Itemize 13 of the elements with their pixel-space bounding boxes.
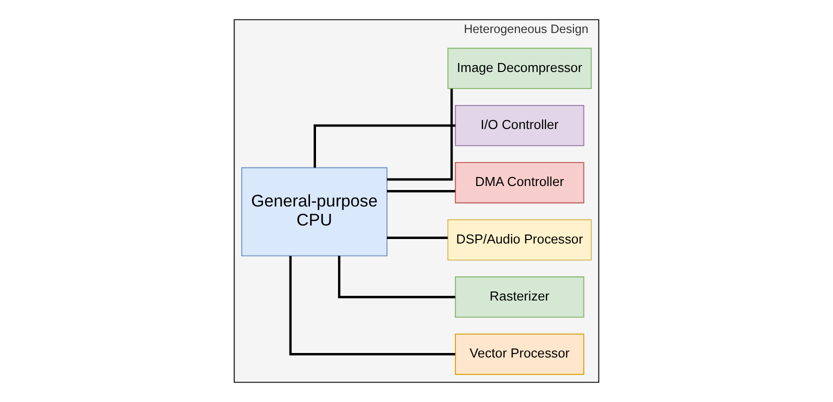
connector: [338, 256, 456, 298]
connector: [387, 236, 448, 239]
node-box: General-purpose CPU: [241, 167, 388, 256]
node-box: I/O Controller: [454, 104, 584, 146]
node-box: Vector Processor: [454, 334, 584, 375]
node-box: DMA Controller: [454, 162, 584, 204]
connector: [387, 88, 453, 181]
connector: [387, 190, 456, 192]
node-box: DSP/Audio Processor: [447, 219, 592, 260]
node-box: Rasterizer: [454, 276, 584, 318]
connector: [289, 256, 456, 356]
connector: [314, 124, 456, 168]
node-box: Image Decompressor: [447, 48, 592, 90]
